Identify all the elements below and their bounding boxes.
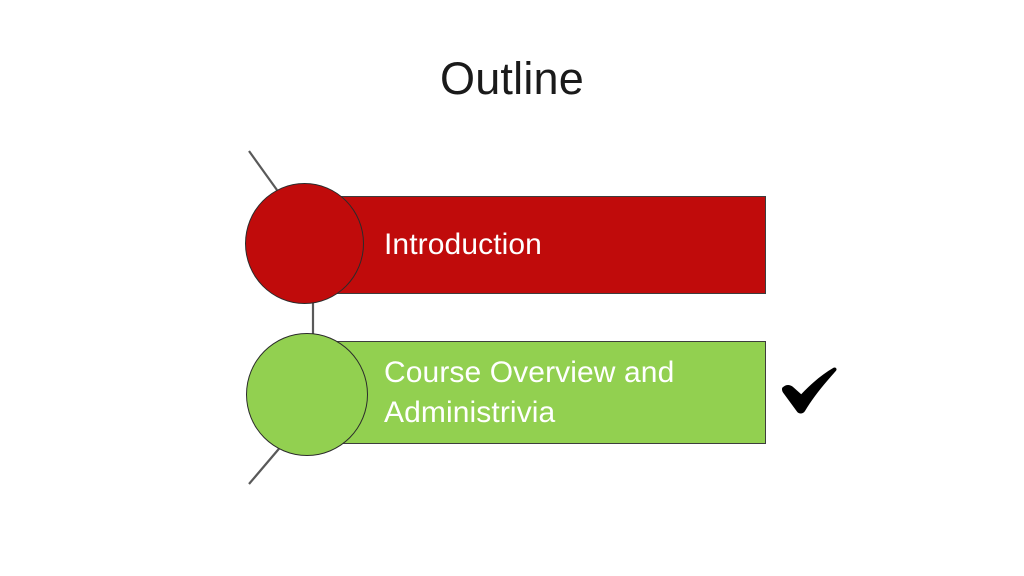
page-title: Outline (440, 53, 584, 104)
outline-item-course-overview-label: Course Overview and Administrivia (384, 355, 675, 429)
check-mark-icon (781, 367, 837, 414)
connector-line-bottom (248, 443, 284, 485)
outline-item-introduction-label: Introduction (384, 228, 542, 261)
outline-item-course-overview-circle-icon (246, 333, 368, 456)
outline-item-course-overview-bar[interactable]: Course Overview and Administrivia (335, 341, 766, 444)
outline-item-introduction-bar[interactable]: Introduction (332, 196, 766, 294)
connector-line-top (248, 150, 278, 191)
outline-item-introduction-circle-icon (245, 183, 364, 304)
